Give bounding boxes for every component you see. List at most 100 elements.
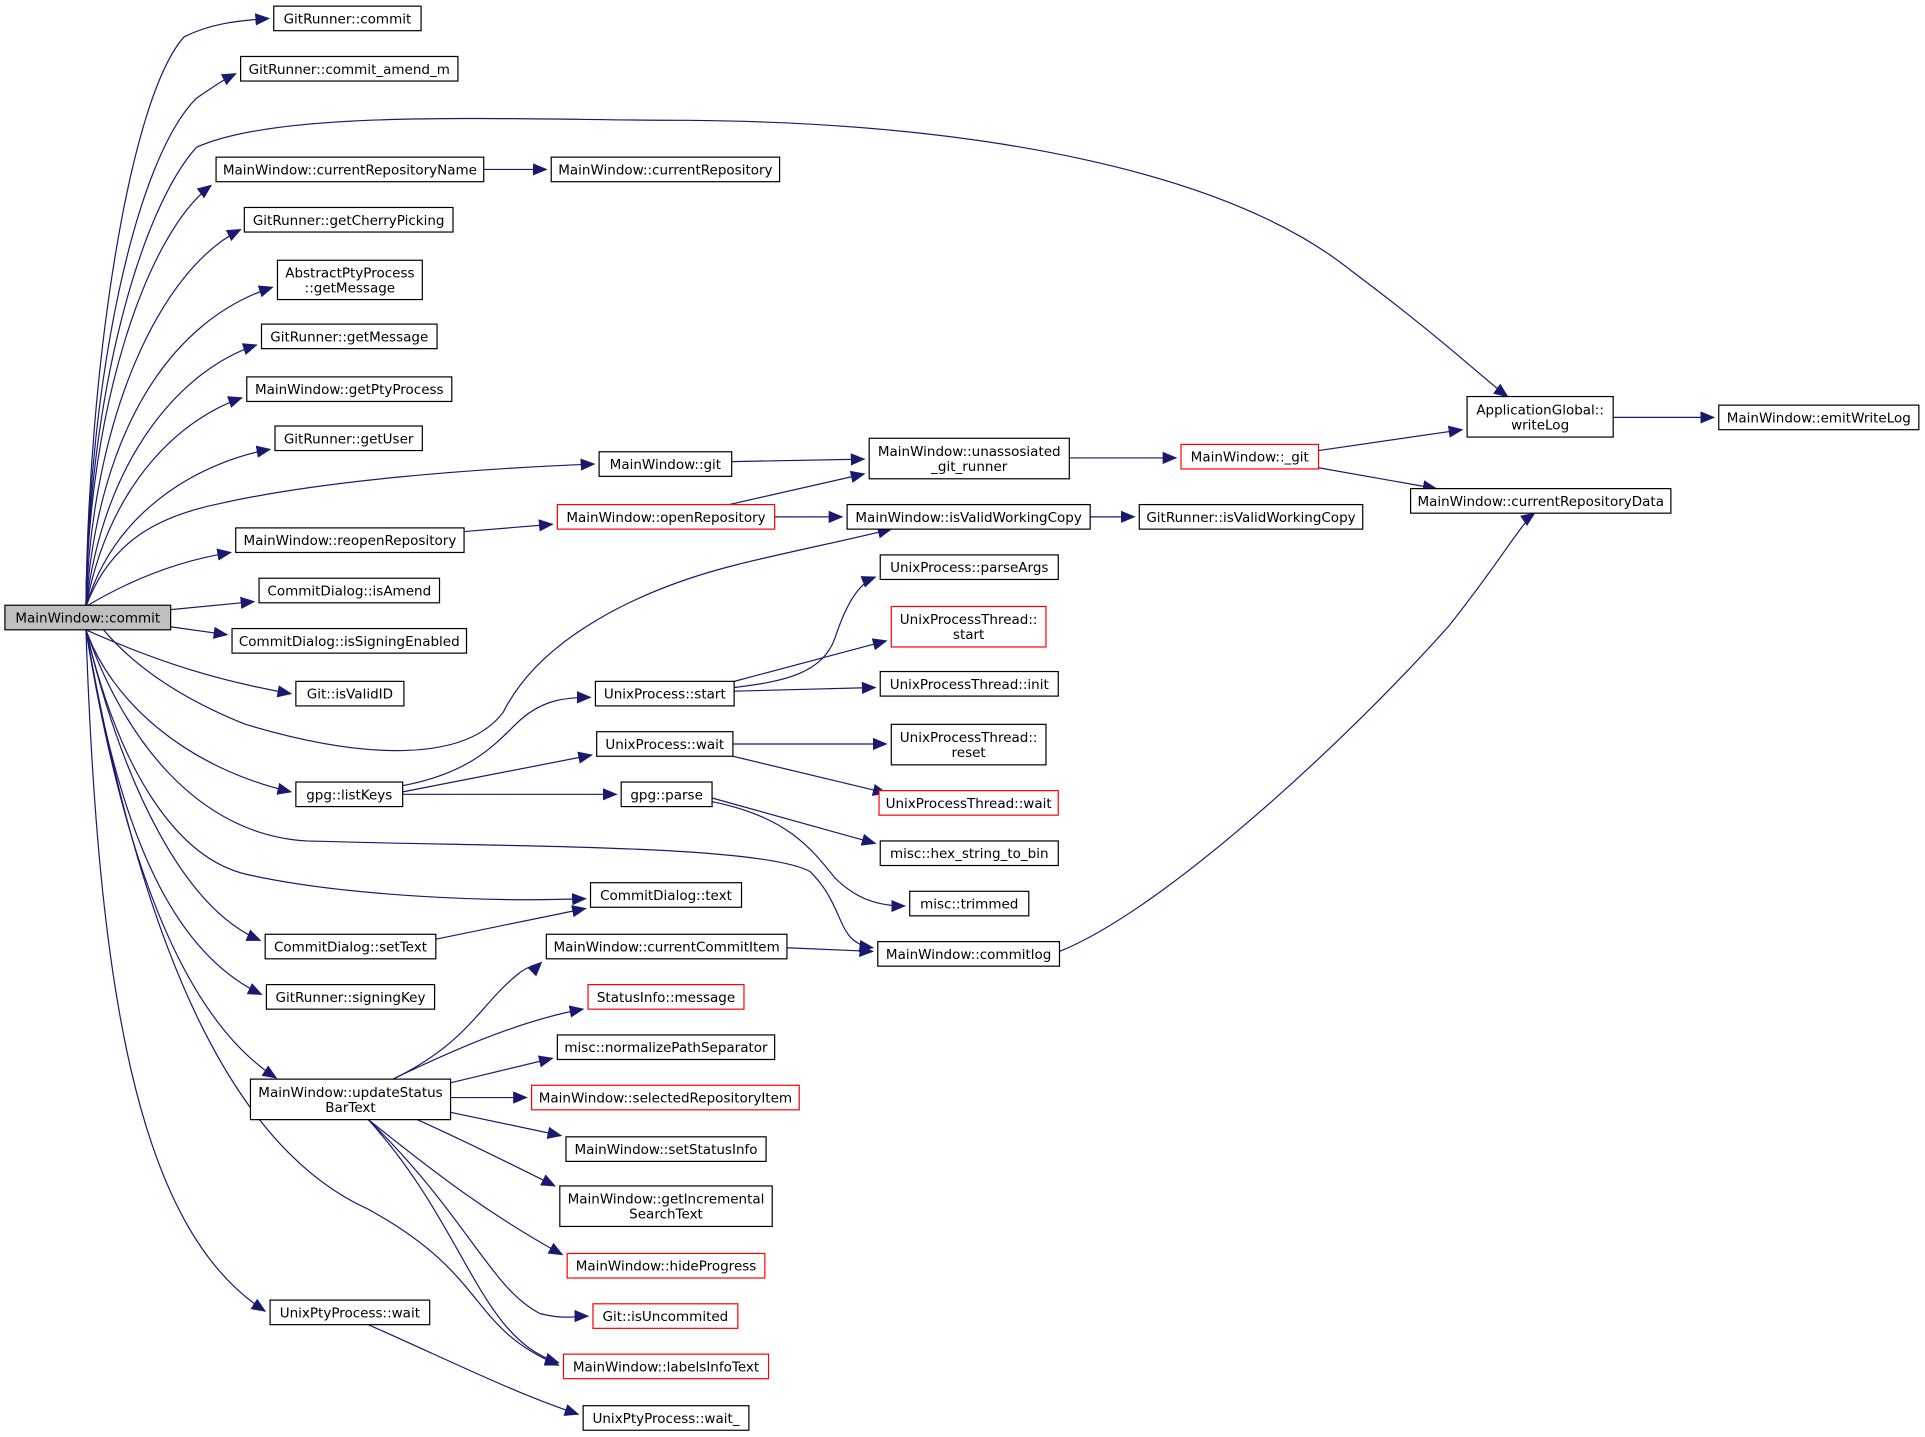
- node-box-gr_getuser: [274, 425, 423, 452]
- node-box-mw_hideprog: [566, 1252, 766, 1279]
- node-label-mw_updatestatus: BarText: [325, 1100, 375, 1116]
- node-git_isvalidid[interactable]: Git::isValidID: [295, 680, 405, 707]
- edge-commit_root-to-upp_wait: [85, 629, 267, 1312]
- node-upt_wait[interactable]: UnixProcessThread::wait: [878, 790, 1059, 816]
- edge-mw_commitlog-to-mw_currepodata: [1059, 512, 1536, 953]
- edge-mw_updatestatus-to-mw_hideprog: [367, 1119, 564, 1256]
- node-box-misc_hex: [879, 840, 1059, 867]
- node-box-upt_init: [879, 670, 1059, 697]
- edge-up_start-to-up_parseargs: [734, 576, 877, 689]
- edge-commit_root-to-mw_updatestatus: [85, 629, 278, 1079]
- node-mw_selrepo[interactable]: MainWindow::selectedRepositoryItem: [530, 1084, 800, 1111]
- node-label-gr_commit: GitRunner::commit: [284, 11, 412, 27]
- node-label-gr_amend: GitRunner::commit_amend_m: [249, 62, 450, 78]
- node-up_wait[interactable]: UnixProcess::wait: [596, 731, 734, 757]
- node-gr_getuser[interactable]: GitRunner::getUser: [274, 425, 423, 452]
- node-box-mw_open: [556, 503, 776, 530]
- node-cd_signing[interactable]: CommitDialog::isSigningEnabled: [231, 627, 468, 654]
- node-label-gpg_parse: gpg::parse: [630, 787, 703, 803]
- node-mw_setstatus[interactable]: MainWindow::setStatusInfo: [565, 1136, 767, 1162]
- node-upp_wait[interactable]: UnixPtyProcess::wait: [269, 1299, 431, 1326]
- node-mw_getpty[interactable]: MainWindow::getPtyProcess: [246, 376, 453, 403]
- node-up_start[interactable]: UnixProcess::start: [594, 680, 735, 707]
- node-box-cd_settext: [264, 933, 437, 960]
- node-gr_commit[interactable]: GitRunner::commit: [273, 5, 422, 32]
- node-upp_wait_[interactable]: UnixPtyProcess::wait_: [582, 1405, 750, 1431]
- node-gr_amend[interactable]: GitRunner::commit_amend_m: [240, 55, 459, 82]
- node-box-mw_selrepo: [530, 1084, 800, 1111]
- node-gr_getmsg[interactable]: GitRunner::getMessage: [260, 323, 438, 350]
- node-label-mw_reopen: MainWindow::reopenRepository: [243, 533, 456, 549]
- node-box-mw_commitlog: [877, 941, 1061, 967]
- node-si_message[interactable]: StatusInfo::message: [587, 983, 745, 1010]
- node-mw_unassoc[interactable]: MainWindow::unassosiated_git_runner: [868, 437, 1070, 480]
- node-mw_hideprog[interactable]: MainWindow::hideProgress: [566, 1252, 766, 1279]
- node-gpg_parse[interactable]: gpg::parse: [620, 781, 713, 808]
- node-cd_isamend[interactable]: CommitDialog::isAmend: [258, 577, 441, 604]
- node-box-ag_writelog: [1466, 395, 1614, 438]
- edge-commit_root-to-mw_reopen: [85, 548, 233, 607]
- node-mw_labels[interactable]: MainWindow::labelsInfoText: [562, 1353, 770, 1380]
- node-app_getmsg[interactable]: AbstractPtyProcess::getMessage: [276, 259, 423, 301]
- node-mw_git[interactable]: MainWindow::git: [598, 451, 733, 477]
- node-mw_emitlog[interactable]: MainWindow::emitWriteLog: [1718, 404, 1920, 431]
- node-mw_commitlog[interactable]: MainWindow::commitlog: [877, 941, 1061, 967]
- node-label-app_getmsg: AbstractPtyProcess: [285, 265, 414, 281]
- node-misc_hex[interactable]: misc::hex_string_to_bin: [879, 840, 1059, 867]
- node-gr_isvalidwc[interactable]: GitRunner::isValidWorkingCopy: [1138, 503, 1364, 530]
- node-gr_cherry[interactable]: GitRunner::getCherryPicking: [243, 206, 454, 233]
- edge-mw_curcommit-to-mw_commitlog: [786, 944, 875, 958]
- node-upt_start[interactable]: UnixProcessThread::start: [890, 605, 1047, 648]
- node-upt_reset[interactable]: UnixProcessThread::reset: [890, 723, 1047, 766]
- node-mw__git[interactable]: MainWindow::_git: [1180, 443, 1320, 470]
- node-label-upt_wait: UnixProcessThread::wait: [886, 796, 1052, 812]
- node-label-mw_commitlog: MainWindow::commitlog: [886, 947, 1051, 963]
- node-commit_root[interactable]: MainWindow::commit: [4, 604, 172, 631]
- node-mw_currepo[interactable]: MainWindow::currentRepository: [550, 156, 781, 183]
- node-box-mw_setstatus: [565, 1136, 767, 1162]
- node-git_isuncommited[interactable]: Git::isUncommited: [592, 1303, 739, 1329]
- node-label-commit_root: MainWindow::commit: [15, 611, 160, 627]
- node-label-mw_hideprog: MainWindow::hideProgress: [576, 1259, 757, 1275]
- node-label-up_wait: UnixProcess::wait: [605, 737, 724, 753]
- node-label-mw_updatestatus: MainWindow::updateStatus: [258, 1085, 442, 1101]
- call-edges: [85, 13, 1716, 1416]
- node-mw_curcommit[interactable]: MainWindow::currentCommitItem: [545, 933, 788, 960]
- node-misc_trimmed[interactable]: misc::trimmed: [909, 890, 1030, 917]
- node-box-gr_signkey: [265, 983, 436, 1010]
- edge-commit_root-to-gr_commit: [85, 13, 271, 607]
- node-upt_init[interactable]: UnixProcessThread::init: [879, 670, 1059, 697]
- node-box-mw_labels: [562, 1353, 770, 1380]
- node-mw_open[interactable]: MainWindow::openRepository: [556, 503, 776, 530]
- node-mw_isvalidwc[interactable]: MainWindow::isValidWorkingCopy: [846, 503, 1091, 530]
- node-misc_normalize[interactable]: misc::normalizePathSeparator: [556, 1034, 776, 1061]
- node-box-mw_curreponame: [215, 156, 485, 183]
- node-label-git_isuncommited: Git::isUncommited: [603, 1309, 729, 1325]
- node-cd_text[interactable]: CommitDialog::text: [589, 882, 743, 908]
- node-box-misc_trimmed: [909, 890, 1030, 917]
- edge-up_wait-to-upt_wait: [732, 755, 888, 796]
- node-label-mw_currepodata: MainWindow::currentRepositoryData: [1417, 494, 1664, 510]
- edge-commit_root-to-app_getmsg: [85, 285, 274, 607]
- node-gpg_listkeys[interactable]: gpg::listKeys: [295, 781, 404, 808]
- edge-commit_root-to-ag_writelog: [85, 117, 1509, 607]
- node-box-mw_git: [598, 451, 733, 477]
- node-label-app_getmsg: ::getMessage: [305, 280, 395, 296]
- node-ag_writelog[interactable]: ApplicationGlobal::writeLog: [1466, 395, 1614, 438]
- node-label-gr_getuser: GitRunner::getUser: [284, 431, 414, 447]
- node-label-si_message: StatusInfo::message: [597, 990, 735, 1006]
- node-mw_curreponame[interactable]: MainWindow::currentRepositoryName: [215, 156, 485, 183]
- node-box-app_getmsg: [276, 259, 423, 301]
- node-cd_settext[interactable]: CommitDialog::setText: [264, 933, 437, 960]
- node-box-gr_getmsg: [260, 323, 438, 350]
- node-gr_signkey[interactable]: GitRunner::signingKey: [265, 983, 436, 1010]
- edge-mw__git-to-ag_writelog: [1318, 425, 1464, 452]
- node-label-misc_hex: misc::hex_string_to_bin: [890, 846, 1049, 862]
- node-up_parseargs[interactable]: UnixProcess::parseArgs: [879, 554, 1059, 581]
- node-mw_reopen[interactable]: MainWindow::reopenRepository: [235, 527, 465, 554]
- node-label-mw_currepo: MainWindow::currentRepository: [558, 162, 772, 178]
- edge-mw_git-to-mw_unassoc: [731, 453, 866, 466]
- node-mw_currepodata[interactable]: MainWindow::currentRepositoryData: [1410, 488, 1672, 514]
